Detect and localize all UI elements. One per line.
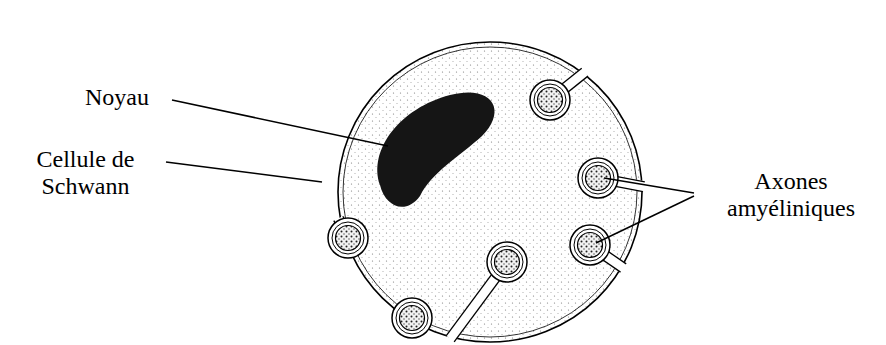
axon-membrane	[534, 84, 566, 116]
leader-line	[172, 100, 388, 146]
part-label: Axones amyéliniques	[700, 168, 882, 222]
axon-membrane	[582, 162, 614, 194]
axon	[495, 250, 520, 275]
axon	[400, 306, 425, 331]
axon-sheath	[570, 225, 610, 265]
axon-sheath	[578, 158, 618, 198]
cell-membrane	[338, 42, 642, 342]
axon-membrane	[491, 246, 523, 278]
leader-line	[596, 196, 694, 243]
axon	[578, 233, 603, 258]
leader-line	[604, 178, 694, 193]
axon	[538, 88, 563, 113]
axon-membrane	[332, 222, 364, 254]
axon-membrane	[396, 302, 428, 334]
axon-sheath	[487, 242, 527, 282]
axon	[336, 226, 361, 251]
nucleus	[377, 92, 494, 206]
part-label: Cellule de Schwann	[8, 146, 163, 200]
leader-line	[166, 162, 322, 182]
axon-membrane	[574, 229, 606, 261]
part-label: Noyau	[62, 84, 172, 111]
axon-sheath	[392, 298, 432, 338]
axon-sheath	[530, 80, 570, 120]
axon-sheath	[328, 218, 368, 258]
